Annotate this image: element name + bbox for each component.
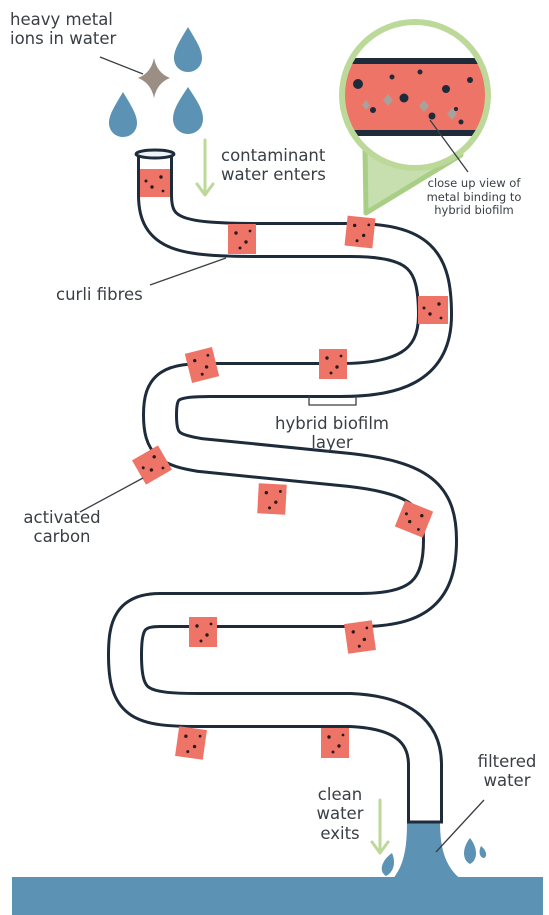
heavy-metal-label: heavy metal ions in water [10, 10, 116, 49]
filtered-water-label-line2: water [467, 771, 547, 790]
clean-water-label: clean water exits [303, 785, 377, 843]
clean-water-label-line1: clean [303, 785, 377, 804]
biofilm-band [344, 620, 376, 654]
biofilm-band [228, 224, 256, 254]
leader-metal-ion [100, 57, 143, 74]
leader-filtered [436, 800, 484, 852]
biofilm-band [319, 349, 347, 379]
water-drop-icon [173, 87, 203, 134]
splash-left [382, 853, 394, 876]
clean-water-label-line3: exits [303, 824, 377, 843]
biofilm-band [418, 296, 448, 324]
leader-curli [150, 258, 226, 285]
water-drop-icon [174, 27, 202, 72]
clean-water-label-line2: water [303, 804, 377, 823]
water-drop-icon [109, 92, 137, 137]
activated-carbon-label: activated carbon [12, 508, 112, 547]
closeup-label: close up view of metal binding to hybrid… [414, 177, 534, 218]
biofilm-band [321, 728, 349, 758]
filtered-water-label-line1: filtered [467, 752, 547, 771]
heavy-metal-label-line2: ions in water [10, 29, 116, 48]
biofilm-band [140, 169, 170, 197]
closeup-label-line3: hybrid biofilm [414, 204, 534, 218]
biofilm-band [175, 726, 207, 760]
splash-right [464, 838, 476, 864]
leader-carbon [80, 478, 143, 512]
activated-carbon-label-line2: carbon [12, 527, 112, 546]
curli-fibres-label: curli fibres [56, 285, 143, 304]
activated-carbon-label-line1: activated [12, 508, 112, 527]
hybrid-biofilm-label-line2: layer [262, 433, 402, 452]
contaminant-label: contaminant water enters [221, 146, 326, 185]
hybrid-biofilm-label: hybrid biofilm layer [262, 414, 402, 453]
down-arrow-icon [197, 140, 213, 195]
biofilm-band [257, 483, 287, 514]
contaminant-label-line1: contaminant [221, 146, 326, 165]
closeup-label-line1: close up view of [414, 177, 534, 191]
outflow-stream [392, 822, 462, 880]
heavy-metal-label-line1: heavy metal [10, 10, 116, 29]
metal-ion-icon [138, 58, 170, 98]
filtered-water-label: filtered water [467, 752, 547, 791]
tube-top-rim [136, 150, 174, 158]
magnifier-circle-icon [340, 22, 490, 168]
closeup-label-line2: metal binding to [414, 191, 534, 205]
contaminant-label-line2: water enters [221, 165, 326, 184]
biofilm-band [189, 617, 217, 647]
splash-right-drop [480, 846, 487, 858]
ground-water [12, 877, 543, 915]
biofilm-band [345, 216, 376, 249]
hybrid-biofilm-label-line1: hybrid biofilm [262, 414, 402, 433]
